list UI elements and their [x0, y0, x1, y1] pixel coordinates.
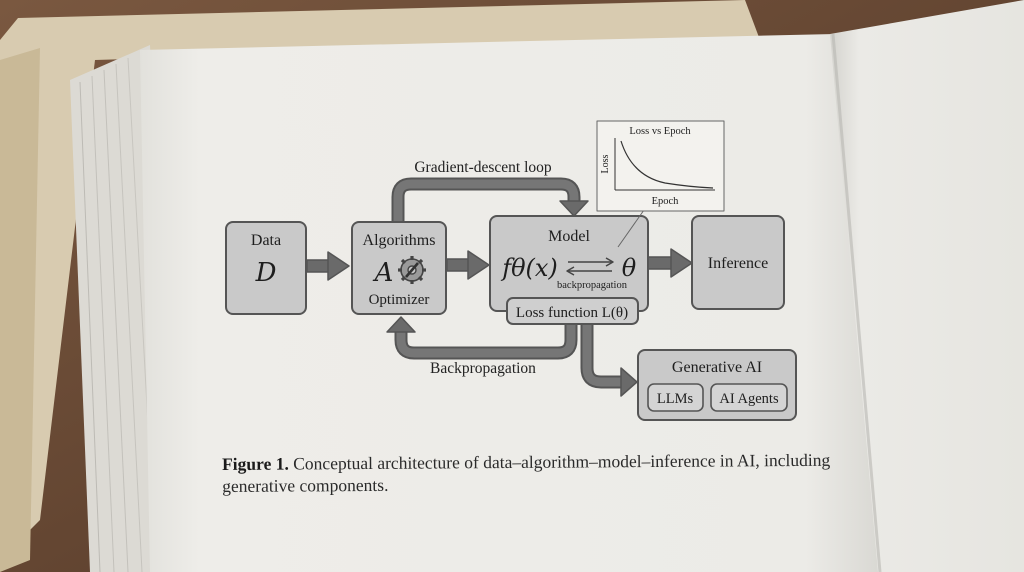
arrow-algorithms-to-model — [446, 250, 490, 280]
generative-label: Generative AI — [672, 359, 762, 376]
data-node: Data D — [225, 221, 307, 315]
data-symbol: D — [255, 258, 277, 288]
inset-title: Loss vs Epoch — [629, 126, 691, 137]
model-param: θ — [622, 254, 637, 282]
model-function: fθ(x) — [500, 254, 558, 282]
arrow-data-to-algorithms — [306, 251, 350, 281]
inference-node: Inference — [691, 215, 785, 310]
top-loop-label: Gradient-descent loop — [414, 159, 552, 176]
model-arrow-label: backpropagation — [557, 280, 628, 291]
generative-arrowhead — [620, 367, 638, 397]
diagram: Gradient-descent loop Backpropagation Da… — [225, 120, 797, 421]
top-loop-arrowhead — [559, 200, 589, 217]
inference-label: Inference — [708, 255, 768, 272]
generative-child-agents: AI Agents — [719, 391, 779, 407]
generative-child-llms: LLMs — [657, 391, 694, 407]
data-label: Data — [251, 232, 281, 249]
generative-node: Generative AI LLMs AI Agents — [637, 349, 797, 421]
right-page — [830, 0, 1024, 572]
loss-label: Loss function L(θ) — [516, 305, 628, 321]
model-node: Model fθ(x) θ backpropagation — [489, 215, 649, 312]
gutter-shadow — [831, 33, 882, 572]
loss-inset: Loss vs Epoch Epoch Loss — [596, 120, 725, 248]
optimizer-label: Optimizer — [369, 292, 430, 308]
inset-xlabel: Epoch — [652, 196, 680, 207]
inset-ylabel: Loss — [600, 154, 611, 173]
figure-caption: Figure 1. Conceptual architecture of dat… — [222, 449, 862, 497]
old-paper-folder — [0, 0, 760, 560]
caption-text: Conceptual architecture of data–algorith… — [222, 449, 831, 496]
gear-wrench-icon — [398, 256, 426, 284]
folder-edge — [0, 48, 40, 572]
algorithms-label: Algorithms — [363, 232, 436, 249]
algorithms-symbol: A — [373, 258, 394, 288]
arrow-model-to-inference — [647, 248, 693, 278]
model-label: Model — [548, 228, 590, 245]
caption-label: Figure 1. — [222, 453, 289, 474]
bottom-loop-arrowhead — [386, 316, 416, 333]
bottom-loop-label: Backpropagation — [430, 360, 536, 377]
bidirectional-arrows — [566, 257, 614, 276]
loss-node: Loss function L(θ) — [506, 297, 639, 325]
inset-connector — [617, 209, 645, 248]
algorithms-node: Algorithms A Optimizer — [351, 221, 447, 315]
inset-loss-curve — [620, 140, 714, 189]
